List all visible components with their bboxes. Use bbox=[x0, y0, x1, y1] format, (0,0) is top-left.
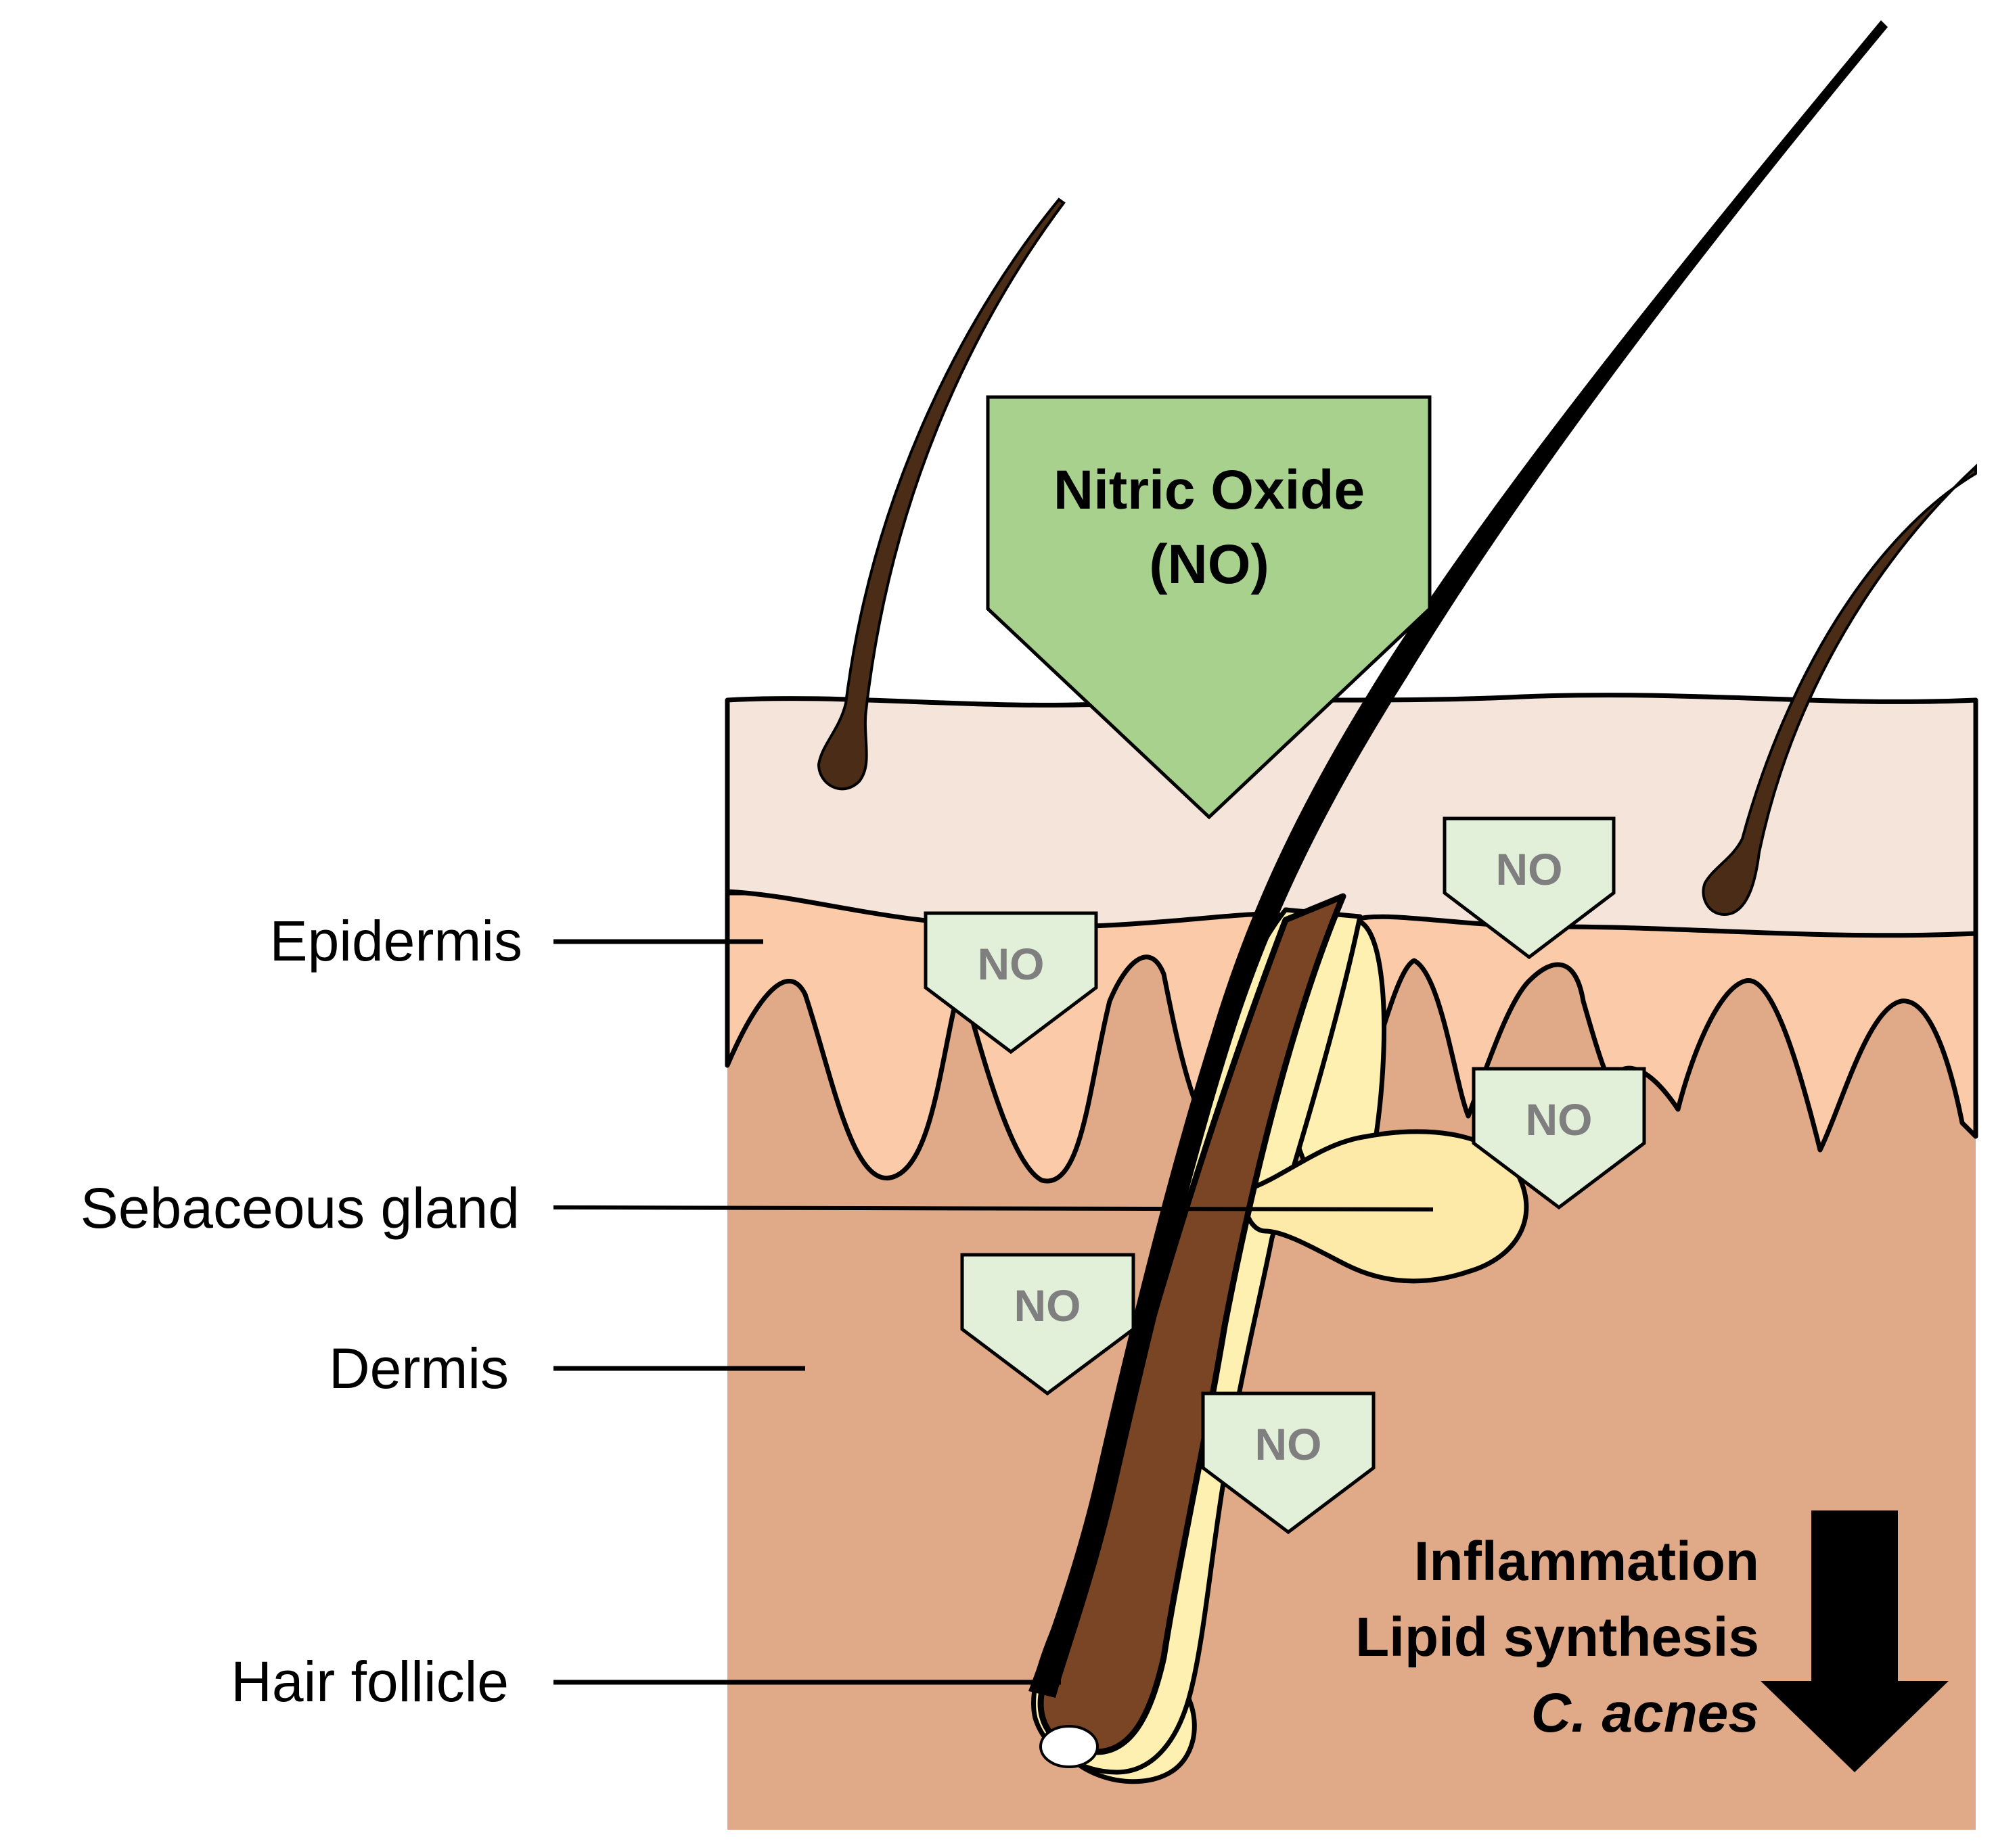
dermis-label: Dermis bbox=[329, 1337, 509, 1400]
no-marker-2: NO bbox=[1443, 816, 1616, 960]
effect-inflammation: Inflammation bbox=[1414, 1531, 1759, 1592]
svg-text:NO: NO bbox=[1014, 1280, 1081, 1331]
dermal-papilla bbox=[1039, 1725, 1099, 1768]
svg-text:NO: NO bbox=[1526, 1094, 1593, 1145]
svg-text:NO: NO bbox=[1496, 844, 1563, 894]
no-marker-3: NO bbox=[1472, 1067, 1646, 1210]
nitric-oxide-abbrev: (NO) bbox=[1149, 534, 1269, 595]
hair-follicle-label: Hair follicle bbox=[231, 1650, 509, 1713]
epidermis-label: Epidermis bbox=[270, 909, 522, 973]
effect-lipid-synthesis: Lipid synthesis bbox=[1355, 1607, 1759, 1668]
svg-text:NO: NO bbox=[1255, 1419, 1322, 1469]
decrease-arrow-icon bbox=[1761, 1510, 1949, 1772]
svg-text:NO: NO bbox=[978, 939, 1045, 989]
sebaceous-gland-shape bbox=[1242, 1129, 1529, 1284]
sebaceous-gland-label: Sebaceous gland bbox=[81, 1176, 520, 1240]
left-hair bbox=[817, 198, 1066, 791]
nitric-oxide-arrow bbox=[986, 395, 1432, 820]
effect-c-acnes: C. acnes bbox=[1531, 1682, 1759, 1744]
no-marker-1: NO bbox=[924, 911, 1098, 1055]
right-hair bbox=[1702, 463, 1977, 916]
nitric-oxide-title: Nitric Oxide bbox=[1053, 459, 1365, 521]
sebaceous-gland-leader bbox=[553, 1205, 1434, 1211]
no-marker-5: NO bbox=[1201, 1391, 1376, 1535]
no-marker-4: NO bbox=[960, 1253, 1135, 1396]
